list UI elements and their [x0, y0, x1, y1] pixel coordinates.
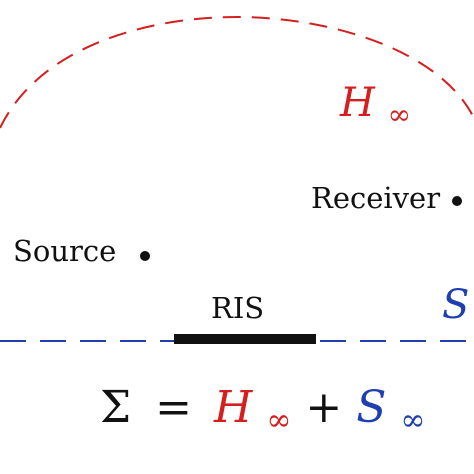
hemisphere-label-base: H	[339, 80, 376, 126]
plane-label-base: S	[442, 282, 469, 328]
hemisphere-label: H ∞	[339, 80, 411, 131]
equation-h-sub: ∞	[266, 403, 291, 438]
equation-sigma: Σ	[100, 382, 131, 433]
receiver-point	[452, 196, 462, 206]
equation-equals: =	[155, 382, 192, 433]
source-label: Source	[13, 234, 116, 268]
plane-label: S ∞	[442, 282, 474, 333]
equation-s-sub: ∞	[400, 403, 425, 438]
equation: Σ = H ∞ + S ∞	[100, 382, 425, 441]
hemisphere-arc	[0, 15, 474, 129]
receiver-label: Receiver	[311, 181, 440, 215]
ris-surface	[174, 334, 316, 344]
source-point	[140, 251, 150, 261]
equation-s: S	[356, 382, 386, 433]
ris-label: RIS	[211, 291, 264, 325]
hemisphere-label-sub: ∞	[388, 98, 411, 131]
equation-plus: +	[305, 382, 342, 433]
equation-h: H	[213, 382, 254, 433]
